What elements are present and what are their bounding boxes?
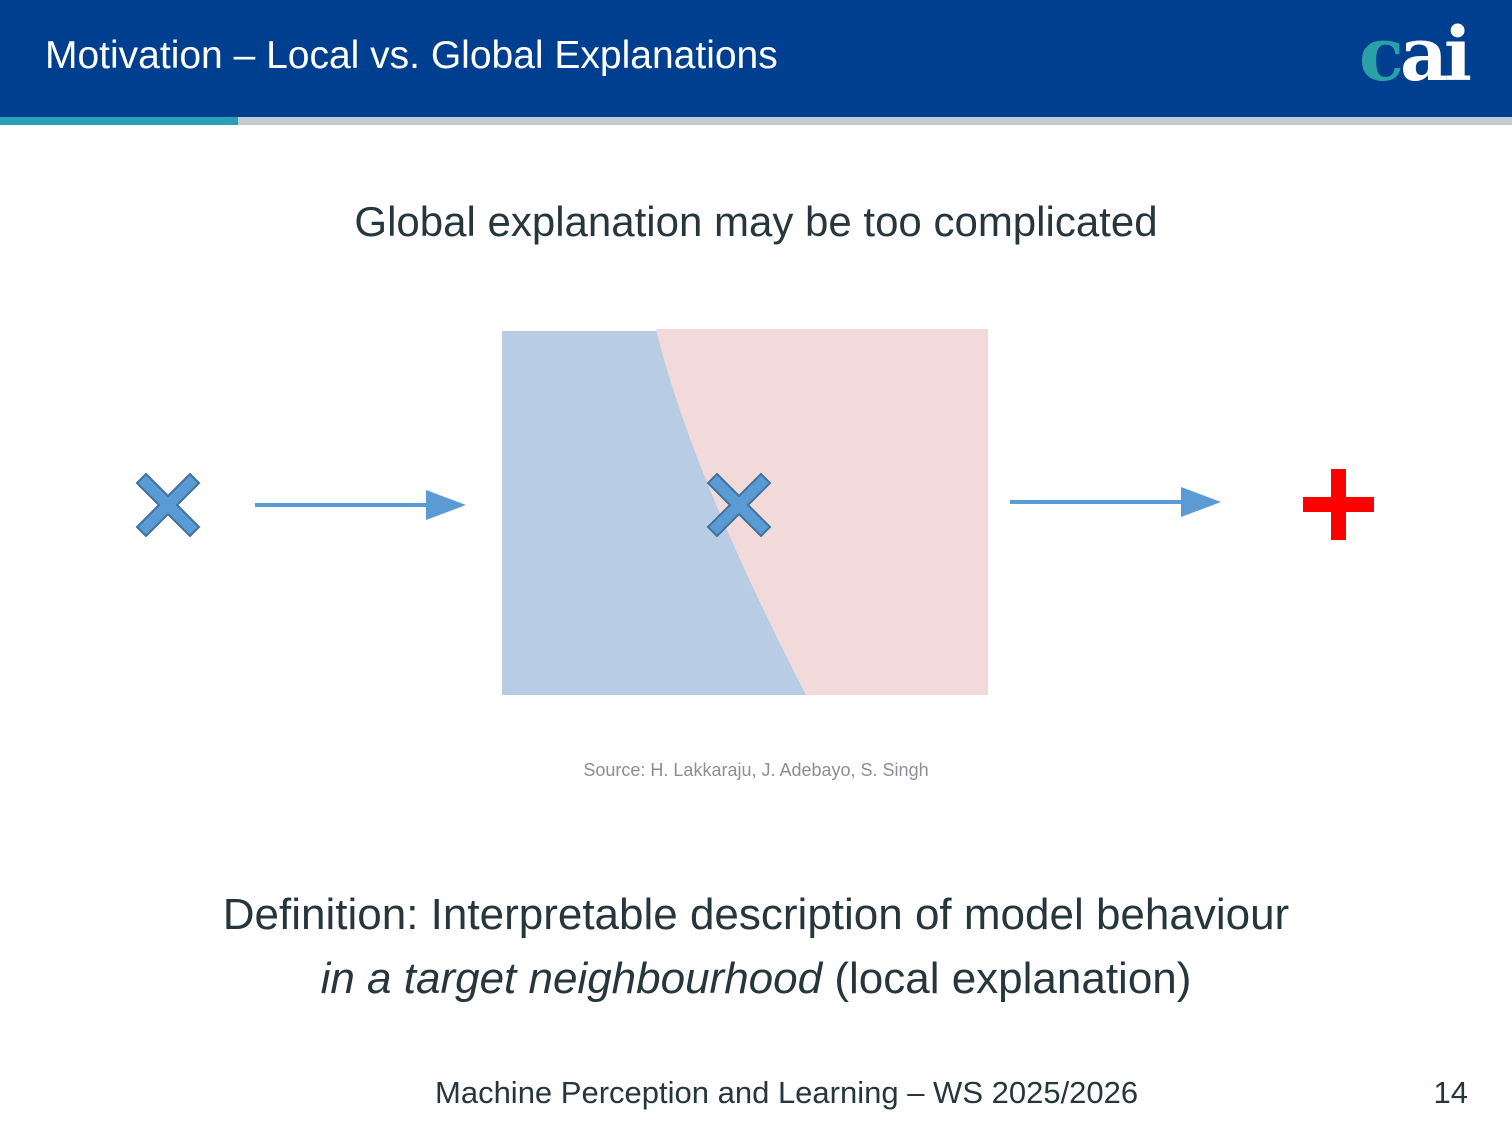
definition-label: Definition: <box>222 890 419 939</box>
output-arrow-icon <box>1010 487 1221 517</box>
definition-suffix: (local explanation) <box>822 954 1192 1003</box>
image-source: Source: H. Lakkaraju, J. Adebayo, S. Sin… <box>583 760 929 780</box>
definition-text: Interpretable description of model behav… <box>418 890 1290 939</box>
input-arrow-icon <box>255 490 466 520</box>
slide-header: Motivation – Local vs. Global Explanatio… <box>0 0 1512 117</box>
cai-logo: cai <box>1358 12 1472 98</box>
footer-course: Machine Perception and Learning – WS 202… <box>435 1075 1139 1110</box>
class-b-region <box>656 329 988 695</box>
definition-line-1: Definition: Interpretable description of… <box>0 890 1512 940</box>
slide-subtitle: Global explanation may be too complicate… <box>354 198 1158 245</box>
page-number: 14 <box>1433 1075 1468 1110</box>
header-divider-strip <box>238 117 1512 125</box>
definition-italic: in a target neighbourhood <box>320 954 823 1003</box>
input-x-icon <box>136 473 200 537</box>
header-accent-strip <box>0 117 238 125</box>
prediction-plus-icon <box>1303 469 1374 540</box>
definition-line-2: in a target neighbourhood (local explana… <box>0 954 1512 1004</box>
slide-title: Motivation – Local vs. Global Explanatio… <box>45 34 778 77</box>
